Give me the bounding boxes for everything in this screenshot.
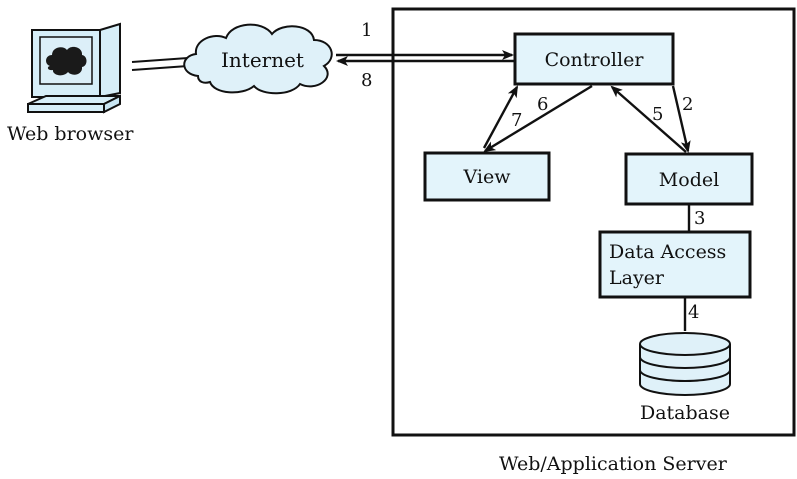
arrow-controller-to-model-2: [671, 85, 691, 153]
arrow-model-to-controller-5: [610, 85, 687, 153]
controller-box: [513, 32, 675, 86]
controller-label: Controller: [545, 49, 645, 71]
step-label-3: 3: [694, 208, 705, 229]
step-label-8: 8: [361, 70, 372, 91]
browser-link-line-top: [131, 57, 189, 63]
view-label: View: [463, 166, 512, 188]
database-cylinder-icon: [639, 332, 731, 396]
cloud-icon: [183, 23, 333, 95]
model-box: [624, 152, 754, 206]
step-label-4: 4: [688, 302, 699, 323]
data-access-layer-box: [598, 230, 752, 299]
browser-link-line-bottom: [131, 65, 189, 71]
step-label-2: 2: [682, 94, 693, 115]
web-browser-label: Web browser: [7, 123, 134, 145]
step-label-6: 6: [537, 94, 548, 115]
internet-label: Internet: [221, 48, 304, 72]
dal-label-line2: Layer: [609, 267, 665, 289]
view-box: [423, 151, 551, 202]
server-label: Web/Application Server: [499, 453, 728, 475]
step-label-5: 5: [652, 104, 663, 125]
step-label-1: 1: [361, 20, 372, 41]
arrow-controller-to-view-6: [483, 84, 593, 153]
database-label: Database: [640, 402, 730, 424]
model-label: Model: [659, 169, 719, 191]
step-label-7: 7: [511, 110, 522, 131]
dal-label-line1: Data Access: [609, 241, 726, 263]
arrow-view-to-controller-7: [482, 85, 519, 149]
computer-monitor-icon: [27, 22, 121, 114]
server-boundary: [391, 7, 796, 437]
